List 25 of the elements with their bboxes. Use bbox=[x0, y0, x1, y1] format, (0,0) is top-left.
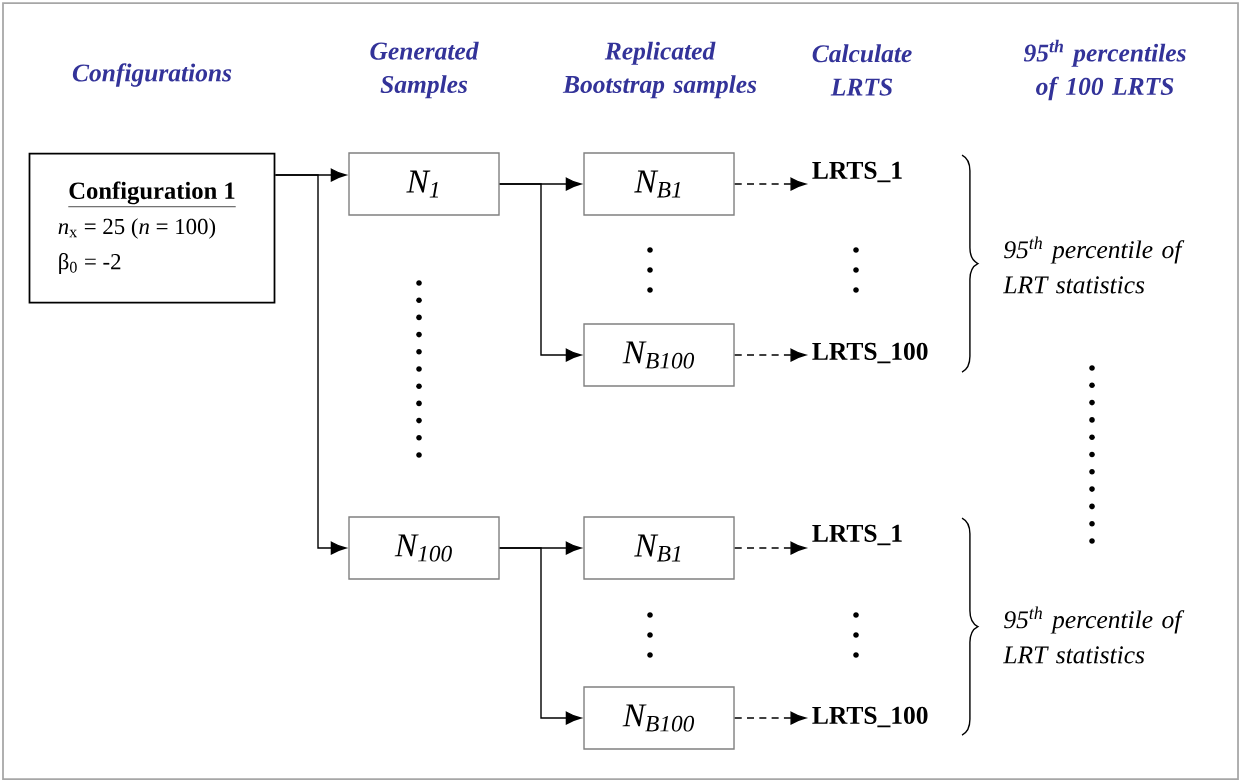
arrow bbox=[274, 174, 347, 555]
column-heading: Calculate LRTS bbox=[812, 44, 912, 96]
sample-box: N$_{B1}$ bbox=[583, 152, 735, 216]
statistic-label: LRTS_100 bbox=[812, 342, 928, 364]
dashed-arrow bbox=[734, 348, 806, 362]
arrow bbox=[499, 547, 582, 725]
sample-box: N$_{B100}$ bbox=[583, 323, 735, 387]
percentile-note: 95$^{th}$ percentile of LRT statistics bbox=[1003, 236, 1185, 294]
sample-box: N$_{1}$ bbox=[348, 152, 500, 216]
sample-box: N$_{100}$ bbox=[348, 516, 500, 580]
statistic-label: LRTS_1 bbox=[812, 161, 902, 183]
dashed-arrow bbox=[734, 711, 806, 725]
percentile-note: 95$^{th}$ percentile of LRT statistics bbox=[1003, 606, 1185, 664]
dashed-arrow bbox=[734, 541, 806, 555]
column-heading: Replicated Bootstrap samples bbox=[562, 41, 757, 99]
configuration-box: Configuration 1 n$_{x}$ = 25 (n = 100) β$_{0}$ = -2 bbox=[28, 152, 276, 304]
sample-box: N$_{B100}$ bbox=[583, 686, 735, 750]
column-heading: Configurations bbox=[72, 63, 232, 87]
column-heading: Generated Samples bbox=[370, 41, 479, 99]
dashed-arrow bbox=[734, 177, 806, 191]
statistic-label: LRTS_100 bbox=[812, 706, 928, 728]
sample-box: N$_{B1}$ bbox=[583, 516, 735, 580]
column-heading: 95$^{th}$ percentiles of 100 LRTS bbox=[1023, 39, 1186, 101]
statistic-label: LRTS_1 bbox=[812, 524, 902, 546]
arrow bbox=[499, 183, 582, 362]
